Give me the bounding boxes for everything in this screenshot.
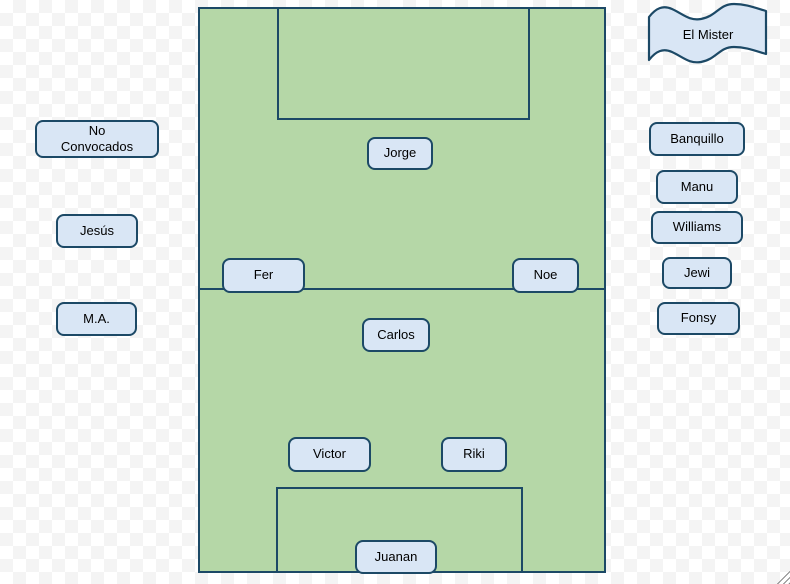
bottom-penalty-box <box>276 487 523 571</box>
halfway-line <box>200 288 604 290</box>
not-called-up-player-ma[interactable]: M.A. <box>56 302 137 336</box>
lineup-player-fer[interactable]: Fer <box>222 258 305 293</box>
coach-flag[interactable]: El Mister <box>646 2 770 66</box>
lineup-player-noe[interactable]: Noe <box>512 258 579 293</box>
bench-player-jewi[interactable]: Jewi <box>662 257 732 289</box>
bench-player-williams[interactable]: Williams <box>651 211 743 244</box>
lineup-player-jorge[interactable]: Jorge <box>367 137 433 170</box>
lineup-player-juanan[interactable]: Juanan <box>355 540 437 574</box>
not-called-up-player-jesus[interactable]: Jesús <box>56 214 138 248</box>
not-called-up-title[interactable]: No Convocados <box>35 120 159 158</box>
bench-title[interactable]: Banquillo <box>649 122 745 156</box>
flag-label: El Mister <box>682 26 734 42</box>
bench-player-fonsy[interactable]: Fonsy <box>657 302 740 335</box>
resize-grip-icon[interactable] <box>775 569 790 584</box>
lineup-player-carlos[interactable]: Carlos <box>362 318 430 352</box>
top-penalty-box <box>277 9 530 120</box>
flag-shape-icon <box>647 2 768 64</box>
lineup-player-victor[interactable]: Victor <box>288 437 371 472</box>
bench-player-manu[interactable]: Manu <box>656 170 738 204</box>
lineup-player-riki[interactable]: Riki <box>441 437 507 472</box>
